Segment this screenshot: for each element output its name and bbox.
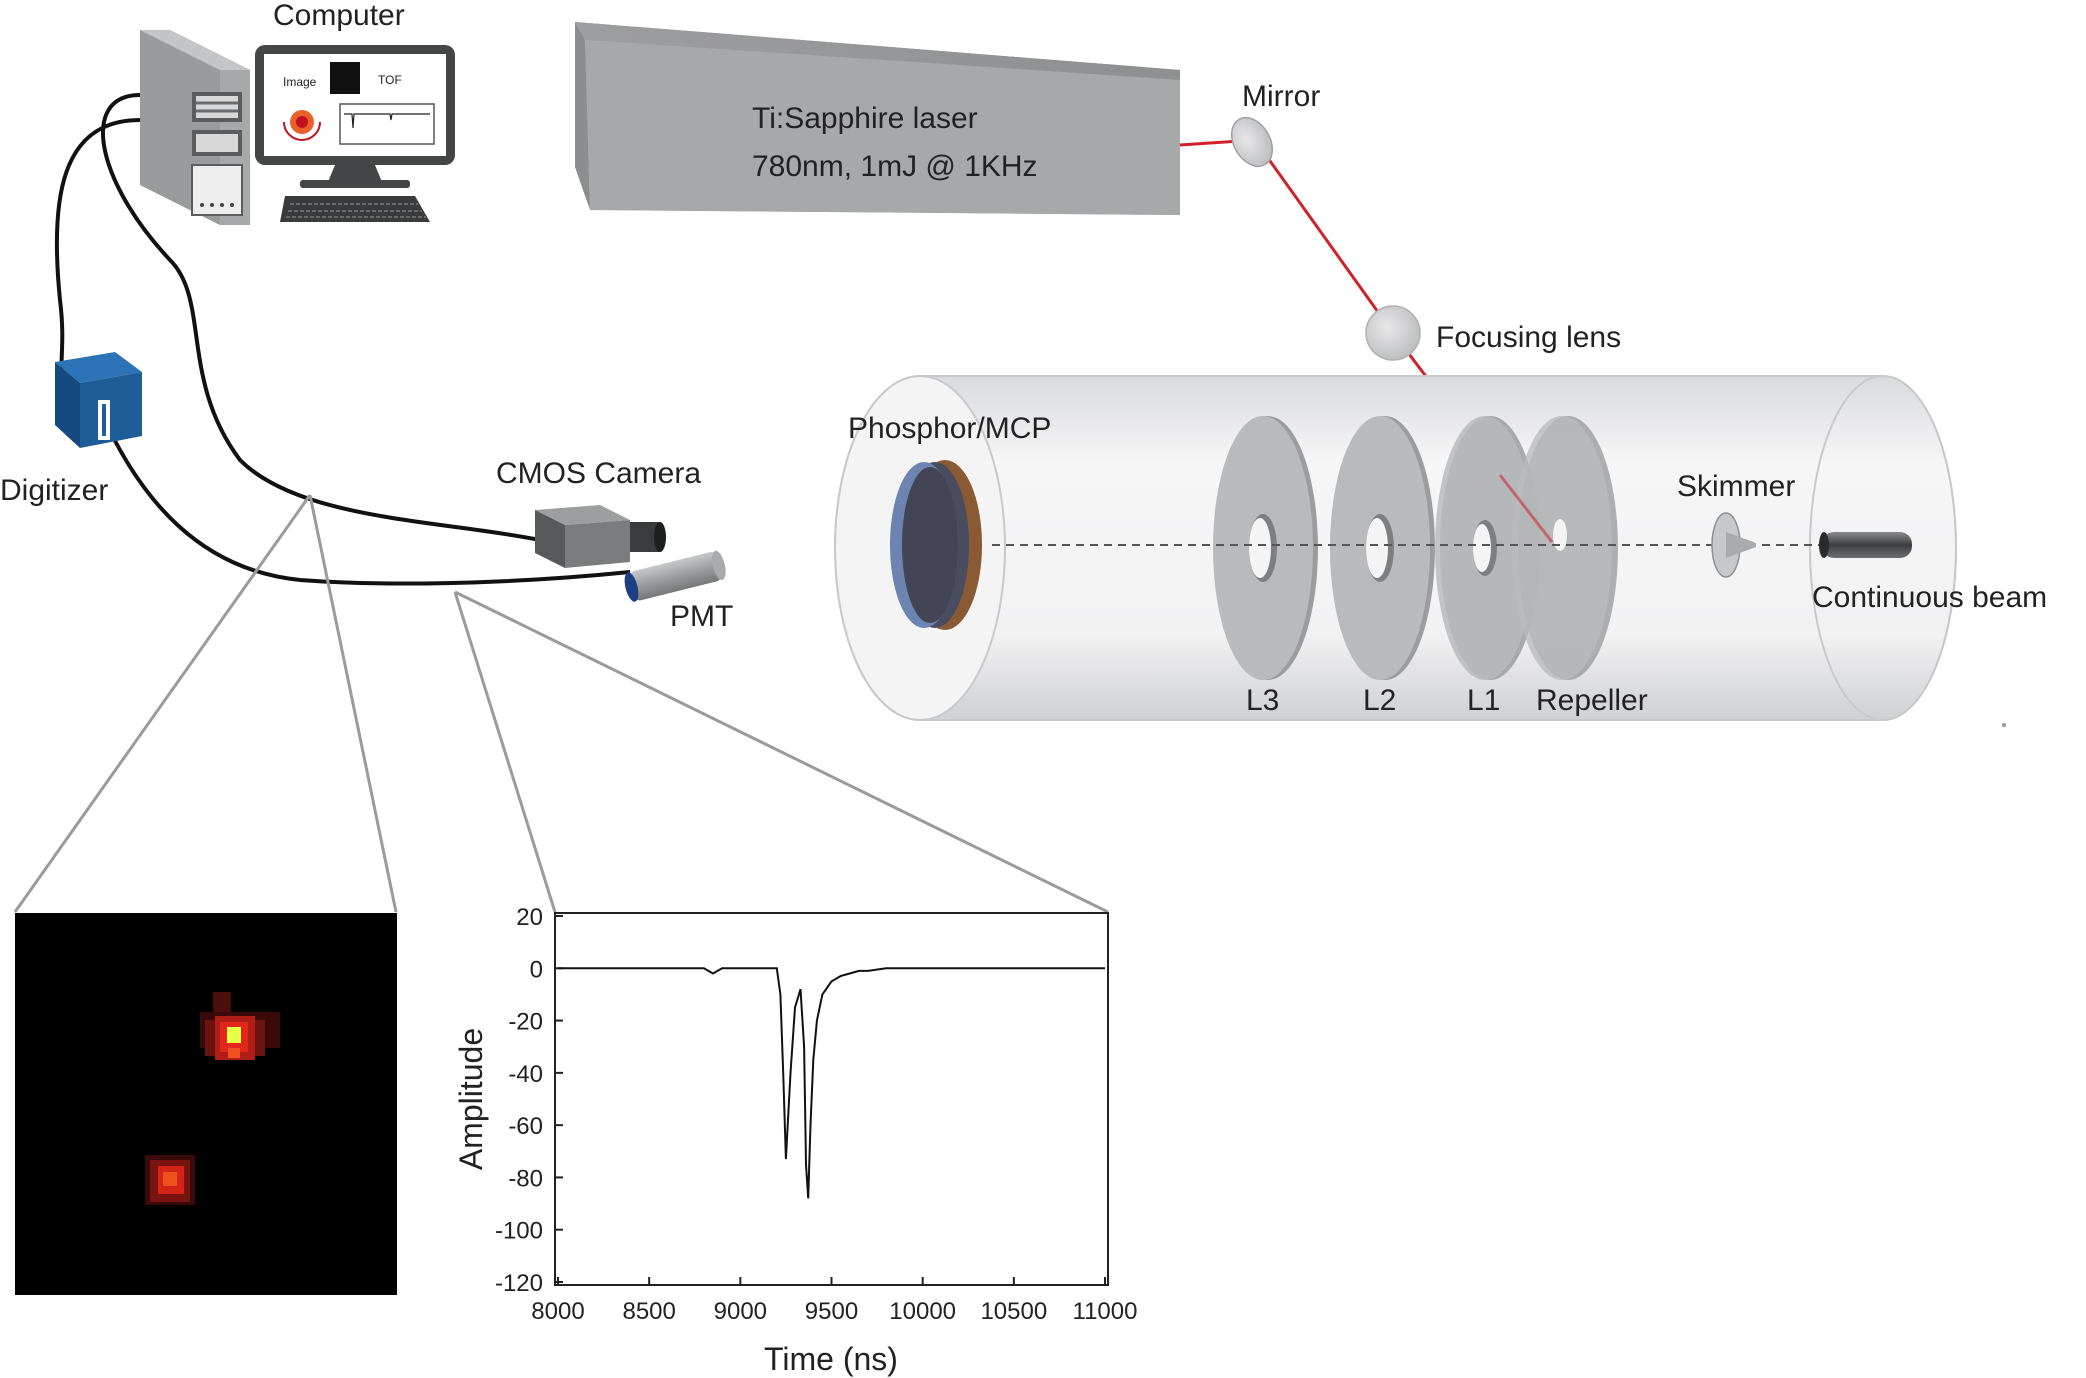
computer-tower-icon xyxy=(140,30,250,225)
monitor-icon: Image TOF xyxy=(255,45,455,188)
y-tick-label: 0 xyxy=(530,956,543,983)
x-tick-label: 9000 xyxy=(714,1298,767,1325)
zoom-lines xyxy=(13,494,1109,914)
skimmer-icon xyxy=(1711,512,1756,578)
pmt-label: PMT xyxy=(670,600,733,633)
continuous-beam-label: Continuous beam xyxy=(1812,581,2047,614)
electrode-repeller xyxy=(1512,416,1618,680)
x-tick-label: 8500 xyxy=(622,1298,675,1325)
x-tick-label: 11000 xyxy=(1073,1298,1138,1325)
phosphor-mcp-label: Phosphor/MCP xyxy=(848,412,1051,445)
y-tick-label: -80 xyxy=(508,1165,543,1192)
phosphor-mcp-detector xyxy=(890,460,982,630)
y-tick-label: 20 xyxy=(516,904,543,931)
x-tick-label: 9500 xyxy=(805,1298,858,1325)
skimmer-label: Skimmer xyxy=(1677,470,1795,503)
y-axis-label: Amplitude xyxy=(453,1028,489,1170)
spot-1 xyxy=(200,992,280,1060)
y-tick-label: -100 xyxy=(495,1218,543,1245)
focusing-lens-label: Focusing lens xyxy=(1436,321,1621,354)
computer-label: Computer xyxy=(273,0,405,32)
cmos-camera-icon xyxy=(535,505,666,568)
camera-image-inset xyxy=(15,913,397,1295)
laser-box: Ti:Sapphire laser 780nm, 1mJ @ 1KHz xyxy=(575,22,1180,215)
plot-frame xyxy=(554,912,1109,1286)
electrode-l3 xyxy=(1213,416,1318,680)
y-tick-label: -20 xyxy=(508,1009,543,1036)
tof-trace-line xyxy=(558,967,1105,1199)
laser-spec-label: 780nm, 1mJ @ 1KHz xyxy=(752,150,1038,183)
y-tick-label: -60 xyxy=(508,1113,543,1140)
y-tick-label: -120 xyxy=(495,1270,543,1297)
cmos-camera-label: CMOS Camera xyxy=(496,457,701,490)
l2-label: L2 xyxy=(1363,684,1396,717)
focusing-lens-icon xyxy=(1365,305,1421,361)
electrode-l2 xyxy=(1330,416,1435,680)
computer: Image TOF Computer xyxy=(140,0,455,225)
x-tick-label: 10500 xyxy=(980,1298,1047,1325)
digitizer-icon xyxy=(55,352,142,448)
screen-tof-label: TOF xyxy=(378,73,402,87)
y-axis-ticks: 20 0 -20 -40 -60 -80 -100 -120 xyxy=(495,904,563,1297)
spot-2 xyxy=(145,1155,195,1205)
mirror-label: Mirror xyxy=(1242,80,1320,113)
keyboard-icon xyxy=(280,196,430,222)
y-tick-label: -40 xyxy=(508,1061,543,1088)
screen-image-label: Image xyxy=(283,75,317,89)
repeller-label: Repeller xyxy=(1536,684,1648,717)
laser-beam-inside xyxy=(1498,474,1554,543)
tof-plot: 20 0 -20 -40 -60 -80 -100 -120 8000 8500 9000 9500… xyxy=(453,904,1137,1377)
cables xyxy=(54,93,631,586)
continuous-beam-source-icon xyxy=(1819,532,1912,558)
x-axis-ticks: 8000 8500 9000 9500 10000 10500 11000 xyxy=(531,1277,1137,1325)
l1-label: L1 xyxy=(1467,684,1500,717)
x-tick-label: 10000 xyxy=(889,1298,956,1325)
x-axis-label: Time (ns) xyxy=(764,1341,898,1377)
camera-image-frame xyxy=(15,913,397,1295)
electrode-l1 xyxy=(1435,416,1540,680)
mirror-icon xyxy=(1230,117,1274,167)
l3-label: L3 xyxy=(1246,684,1279,717)
pmt-icon xyxy=(624,550,726,602)
x-tick-label: 8000 xyxy=(531,1298,584,1325)
digitizer-label: Digitizer xyxy=(0,474,108,507)
laser-name-label: Ti:Sapphire laser xyxy=(752,102,978,135)
